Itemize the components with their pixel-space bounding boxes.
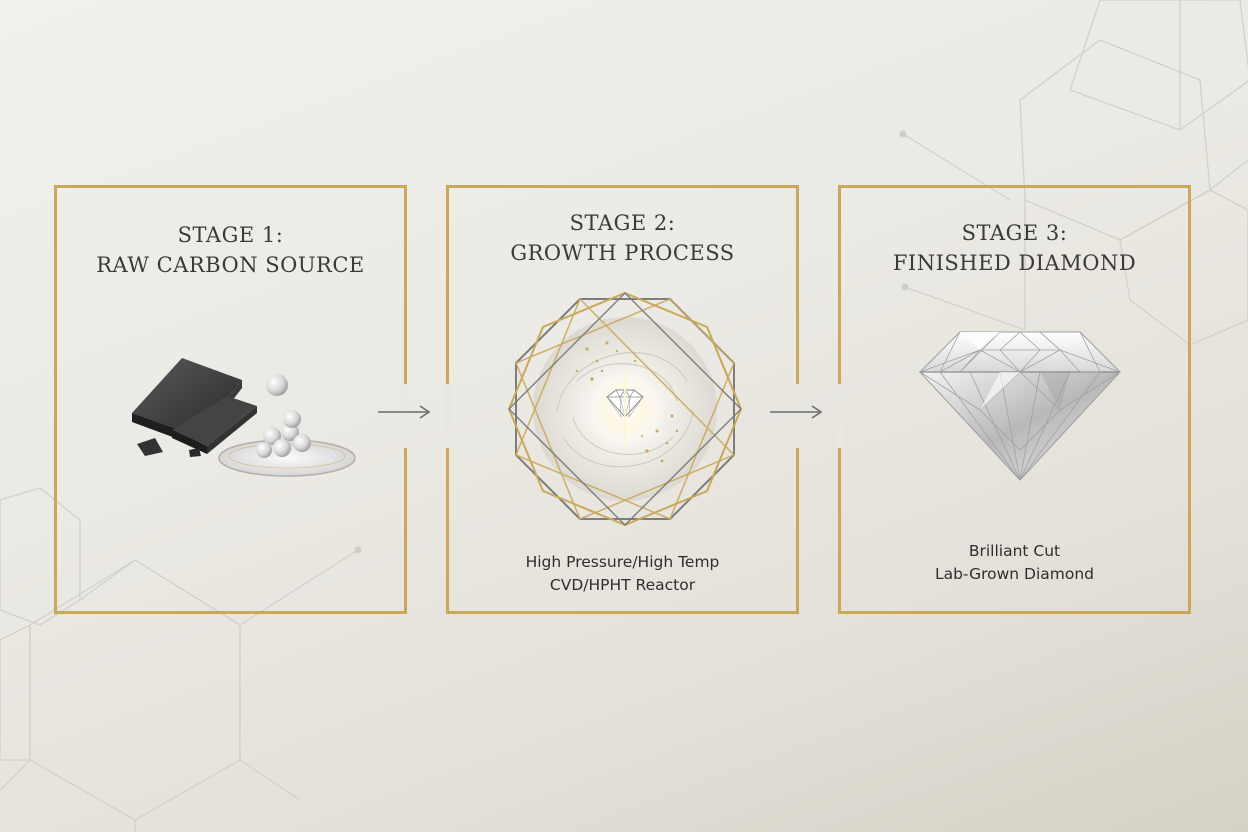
stage-2-caption-line2: CVD/HPHT Reactor bbox=[549, 576, 696, 594]
right-arrow-icon bbox=[770, 405, 823, 419]
stage-3-panel: STAGE 3: FINISHED DIAMOND bbox=[836, 185, 1191, 614]
carbon-graphite-icon bbox=[132, 358, 356, 477]
stage-2-title: STAGE 2: GROWTH PROCESS bbox=[449, 208, 796, 268]
stage-2-number: STAGE 2: bbox=[569, 211, 676, 235]
stage-1-title: STAGE 1: RAW CARBON SOURCE bbox=[57, 220, 404, 280]
stage-3-caption-line1: Brilliant Cut bbox=[968, 542, 1061, 560]
right-arrow-icon bbox=[378, 405, 431, 419]
stage-2-caption: High Pressure/High Temp CVD/HPHT Reactor bbox=[449, 551, 796, 597]
stage-1-panel: STAGE 1: RAW CARBON SOURCE bbox=[54, 185, 409, 614]
brilliant-diamond-icon bbox=[918, 331, 1122, 481]
stage-2-caption-line1: High Pressure/High Temp bbox=[525, 553, 720, 571]
stage-2-name: GROWTH PROCESS bbox=[510, 241, 735, 265]
stage-3-title: STAGE 3: FINISHED DIAMOND bbox=[841, 218, 1188, 278]
stage-3-name: FINISHED DIAMOND bbox=[892, 251, 1137, 275]
stage-3-caption-line2: Lab-Grown Diamond bbox=[934, 565, 1095, 583]
stage-1-name: RAW CARBON SOURCE bbox=[96, 253, 365, 277]
stage-3-number: STAGE 3: bbox=[961, 221, 1068, 245]
reactor-octagon-icon bbox=[507, 291, 743, 527]
stage-2-panel: STAGE 2: GROWTH PROCESS bbox=[444, 185, 801, 614]
stage-1-number: STAGE 1: bbox=[177, 223, 284, 247]
stage-3-caption: Brilliant Cut Lab-Grown Diamond bbox=[841, 540, 1188, 586]
